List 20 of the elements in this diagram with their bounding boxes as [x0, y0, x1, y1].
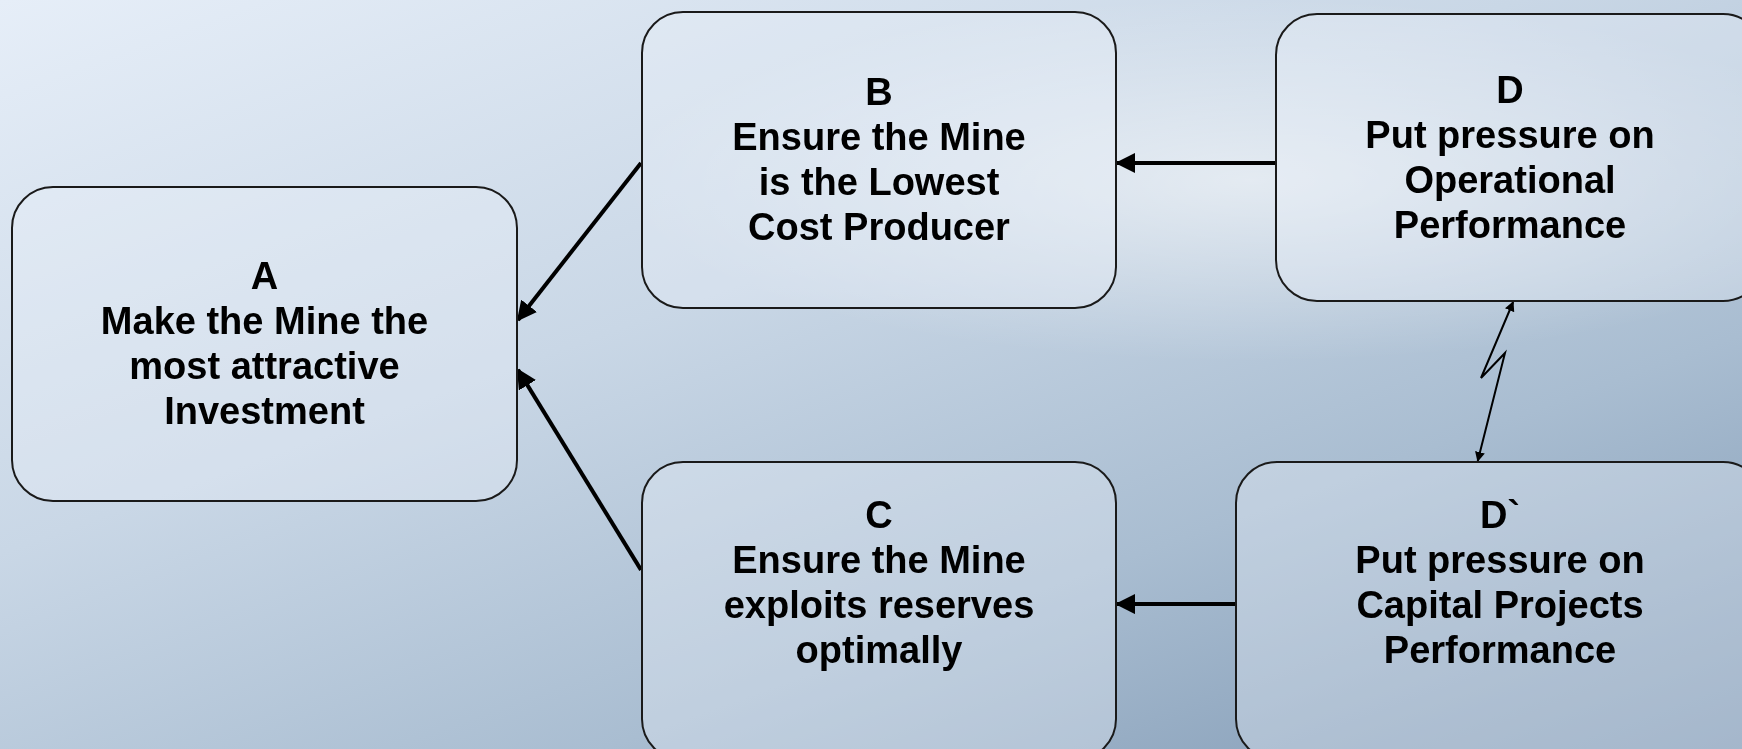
rounded-box	[11, 186, 518, 502]
box-text: Make the Mine the most attractive Investment	[99, 299, 430, 434]
box-letter: C	[865, 493, 893, 538]
box-letter: D`	[1479, 493, 1521, 538]
box-text: Ensure the Mine is the Lowest Cost Producer	[731, 115, 1027, 250]
arrow	[516, 161, 643, 322]
box-letter: D	[1496, 67, 1524, 113]
arrow	[1115, 153, 1275, 173]
rounded-box	[641, 11, 1117, 309]
box-text: Put pressure on Operational Performance	[1364, 112, 1656, 248]
box-text: Ensure the Mine exploits reserves optimally	[722, 538, 1036, 673]
arrow	[1115, 594, 1235, 615]
box-text: Put pressure on Capital Projects Performance	[1354, 538, 1646, 673]
arrow	[516, 368, 643, 571]
arrow	[1475, 301, 1515, 462]
rounded-box	[641, 461, 1117, 749]
rounded-box	[1275, 13, 1742, 302]
box-letter: B	[865, 70, 893, 115]
rounded-box	[1235, 461, 1742, 749]
box-letter: A	[250, 254, 279, 299]
